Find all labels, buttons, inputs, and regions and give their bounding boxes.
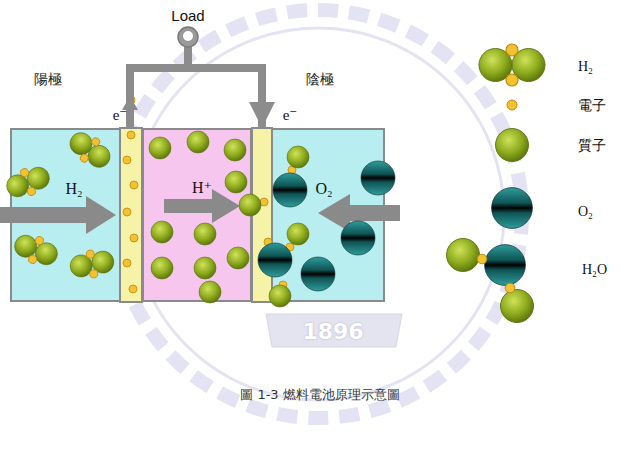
legend-text: H₂O xyxy=(582,262,607,277)
lamp-glow xyxy=(183,31,193,41)
cathode-label: 陰極 xyxy=(306,71,334,89)
legend-text: H₂ xyxy=(578,59,593,74)
anode-chamber: H₂ xyxy=(10,128,142,302)
electron-label: e⁻ xyxy=(113,106,128,124)
legend-entry: 電子 xyxy=(578,95,606,115)
legend-text: 電子 xyxy=(578,98,606,113)
legend-entry: 質子 xyxy=(578,135,606,155)
watermark-gear-ring xyxy=(114,10,522,418)
lamp-stem xyxy=(184,44,192,64)
lamp-bulb xyxy=(178,27,198,47)
electron xyxy=(258,100,266,108)
watermark-banner xyxy=(266,314,402,347)
legend-text: O₂ xyxy=(578,204,593,219)
electron-label: e⁻ xyxy=(283,106,298,124)
legend-entry: O₂ xyxy=(578,201,593,220)
watermark-year: 1896 xyxy=(302,319,363,344)
external-wire xyxy=(188,68,262,128)
legend-electron-symbol xyxy=(507,100,517,110)
legend-entry: H₂O xyxy=(582,259,607,278)
legend-entry: H₂ xyxy=(578,56,593,75)
watermark-ring xyxy=(132,28,504,400)
figure-caption: 圖 1-3 燃料電池原理示意圖 xyxy=(240,386,400,404)
legend-proton-symbol xyxy=(496,129,529,162)
legend-oxygen-symbol xyxy=(492,188,533,229)
legend-symbols xyxy=(447,44,546,323)
legend-hydrogen-symbol xyxy=(479,44,545,86)
node-text: O₂ xyxy=(315,180,332,198)
legend-text: 質子 xyxy=(578,138,606,153)
load-lamp xyxy=(178,27,198,64)
electron xyxy=(127,96,135,104)
cathode-chamber: O₂ xyxy=(252,128,385,302)
anode-label: 陽極 xyxy=(34,71,62,89)
node-text: H₂ xyxy=(65,180,82,198)
node-text: Load xyxy=(171,7,204,24)
load-lamp-box: Load xyxy=(160,4,216,68)
external-wire xyxy=(130,68,188,128)
university-watermark xyxy=(114,10,522,418)
electrodes xyxy=(120,128,272,302)
electrolyte-membrane: H⁺ xyxy=(142,128,252,302)
node-text: H⁺ xyxy=(192,178,212,197)
legend-water-symbol xyxy=(447,239,534,323)
